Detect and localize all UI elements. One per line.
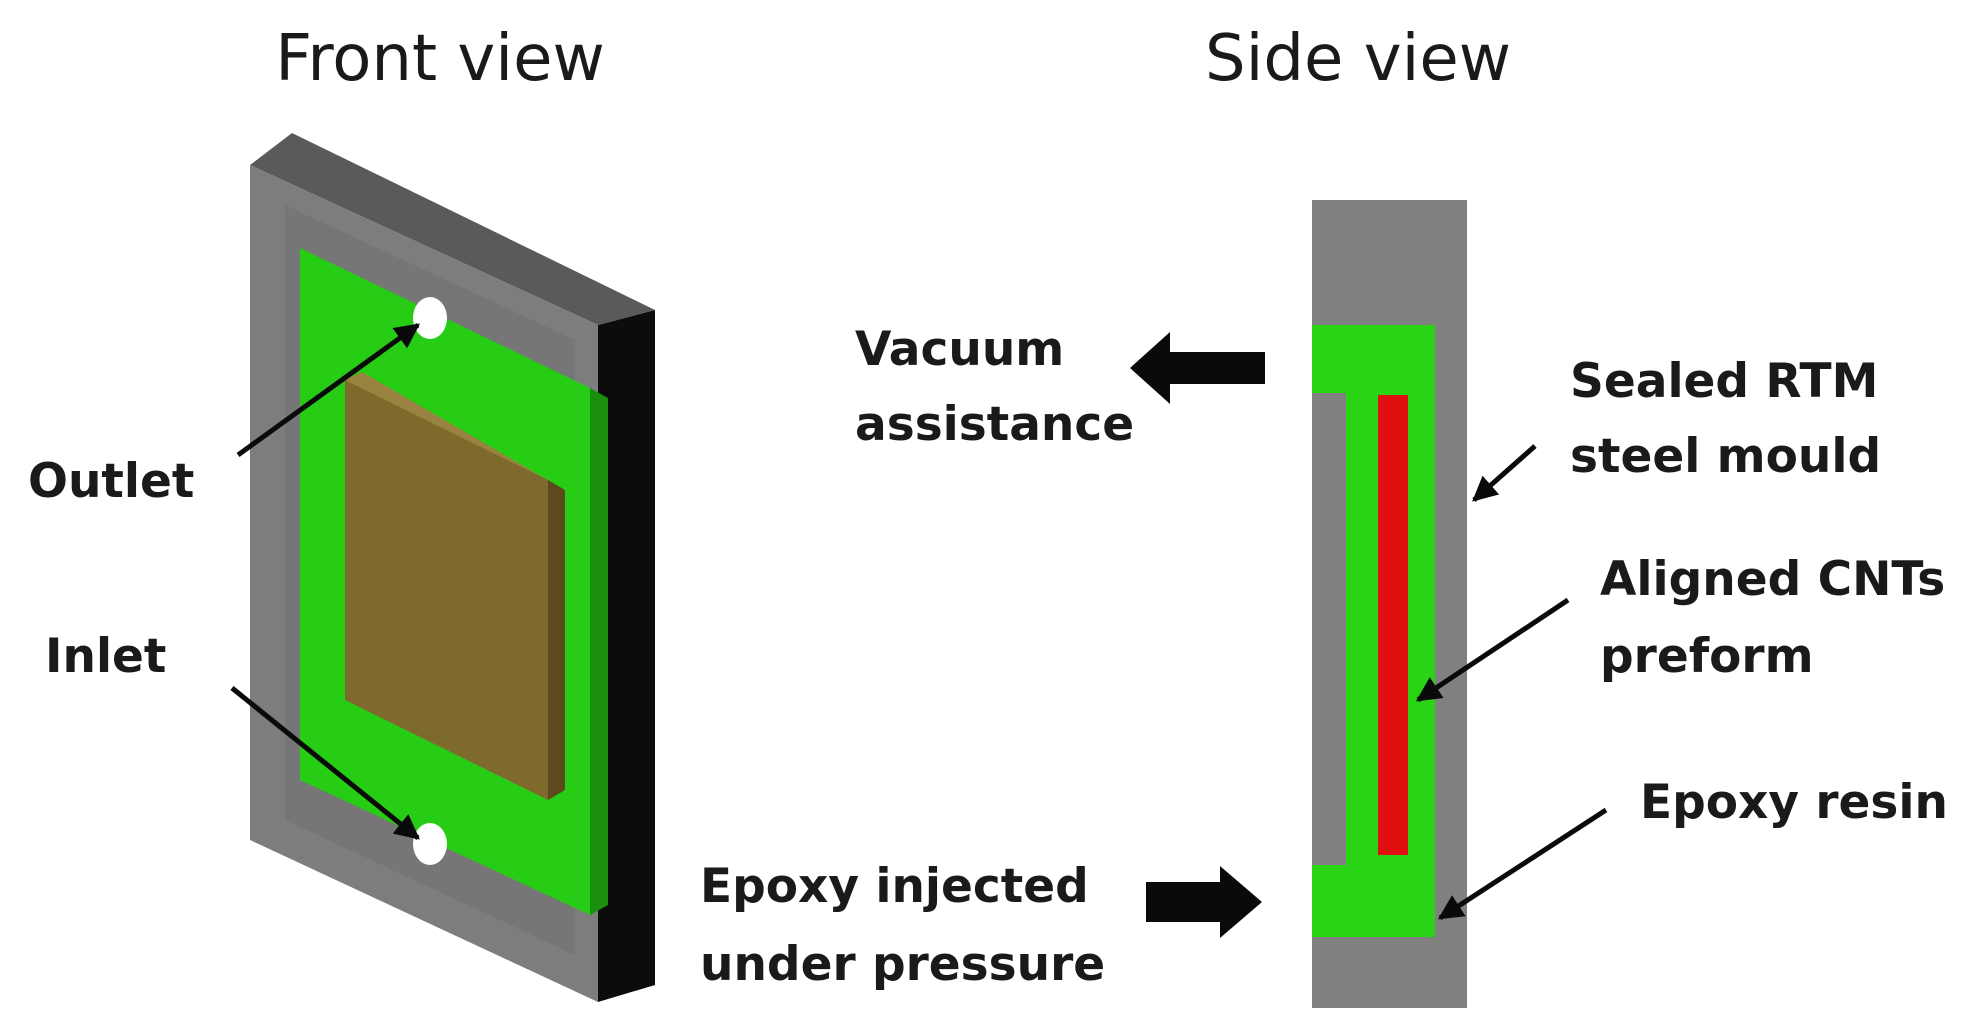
outlet-pointer [236,322,421,458]
cnt-label-line2: preform [1600,629,1814,684]
inlet-label: Inlet [45,629,166,684]
side-view-section [1312,200,1467,1008]
mould-label-line2: steel mould [1570,429,1881,484]
resin-pointer [1437,807,1608,921]
side-view-title: Side view [1205,22,1511,96]
front-view-mould [250,133,655,1002]
injection-label-line2: under pressure [700,937,1105,992]
mould-side-face [598,310,655,1002]
vacuum-arrow [1130,332,1265,404]
outlet-hole [413,297,447,339]
cnt-preform [345,380,548,800]
resin-plate-edge [590,388,608,915]
cnt-label-line1: Aligned CNTs [1600,552,1945,607]
cnt-preform-section [1378,395,1408,855]
mould-label-line1: Sealed RTM [1570,354,1878,409]
vacuum-label-line2: assistance [855,397,1134,452]
outlet-label: Outlet [28,454,194,509]
cnt-preform-edge [548,480,565,800]
cnt-preform-top [345,372,565,490]
inlet-pointer [230,686,420,840]
injection-label-line1: Epoxy injected [700,859,1089,914]
cnt-pointer [1415,597,1570,703]
injection-arrow [1146,866,1262,938]
mould-top-bevel [250,133,655,325]
resin-label: Epoxy resin [1640,775,1948,830]
mould-pointer [1472,444,1537,502]
inlet-hole [413,823,447,865]
vacuum-label-line1: Vacuum [855,322,1064,377]
resin-bottom-pocket [1312,865,1435,937]
front-view-title: Front view [275,22,605,96]
